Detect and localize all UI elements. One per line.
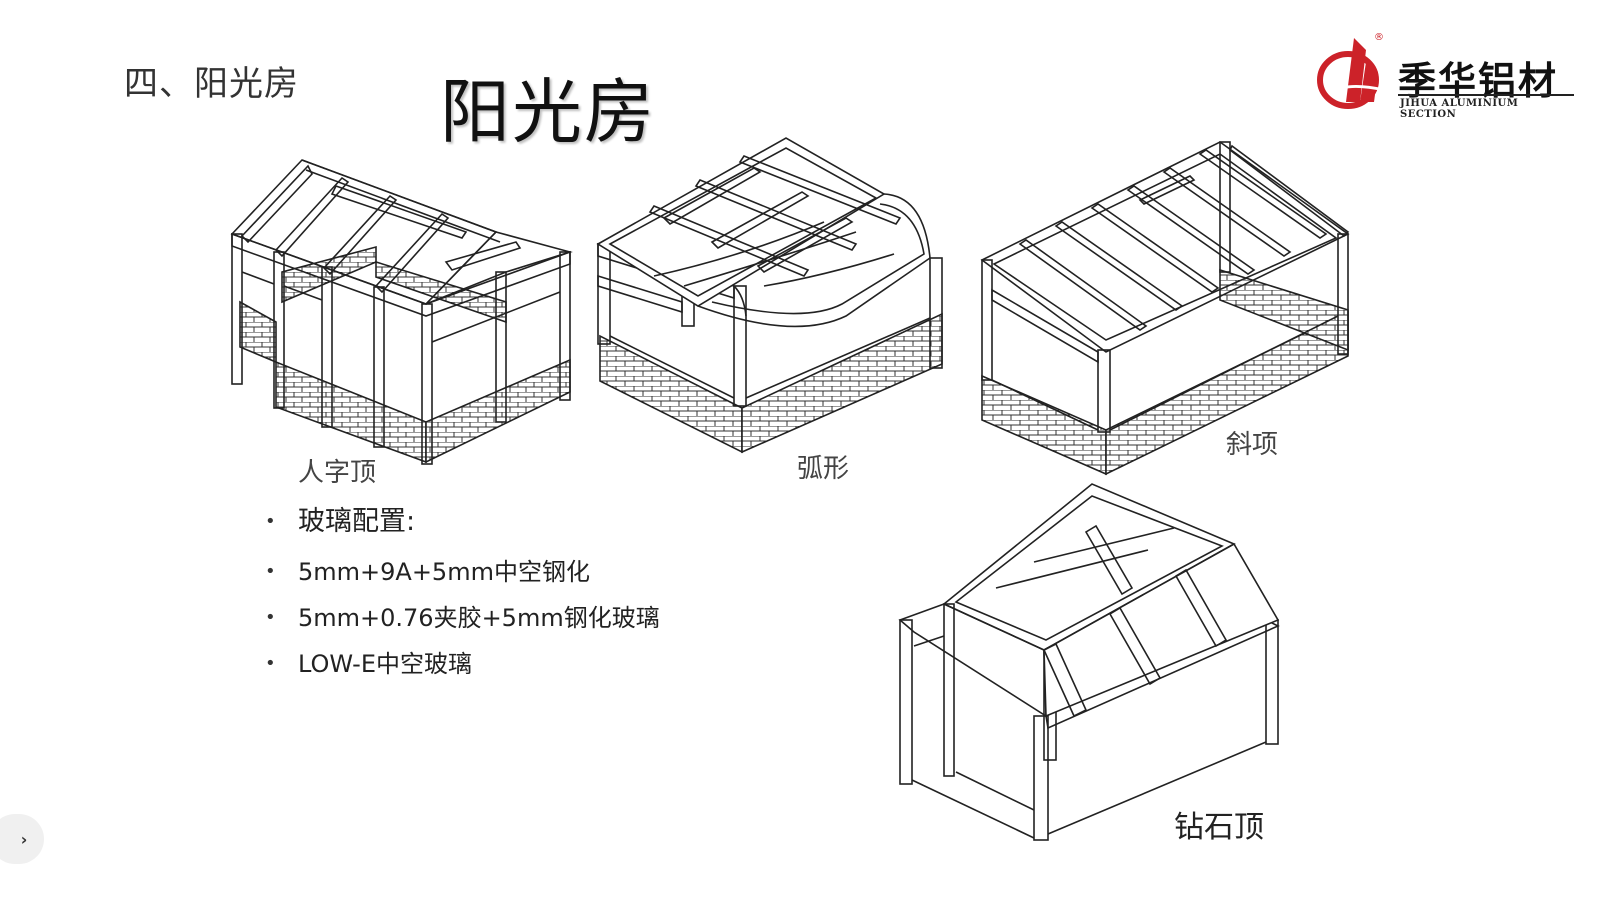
bullet-icon: • — [265, 653, 276, 674]
drawing-caption: 人字顶 — [298, 458, 377, 488]
list-item: • LOW-E中空玻璃 — [262, 648, 660, 694]
glass-config-list: • 玻璃配置: • 5mm+9A+5mm中空钢化 • 5mm+0.76夹胶+5m… — [262, 506, 660, 694]
drawing-caption: 弧形 — [797, 454, 850, 484]
drawing-caption: 钻石顶 — [1174, 810, 1264, 845]
brand-name-cn: 季华铝材 — [1398, 59, 1559, 103]
bullet-icon: • — [265, 511, 276, 532]
gable-roof-sunroom-drawing — [230, 159, 573, 465]
glass-config-item: 5mm+9A+5mm中空钢化 — [298, 558, 590, 586]
arched-roof-sunroom-drawing — [596, 137, 943, 454]
sloped-roof-sunroom-drawing — [980, 141, 1350, 476]
registered-mark: ® — [1374, 32, 1384, 43]
bullet-icon: • — [265, 561, 276, 582]
list-item: • 玻璃配置: — [262, 506, 660, 556]
drawing-caption: 斜项 — [1226, 430, 1279, 460]
list-item: • 5mm+9A+5mm中空钢化 — [262, 556, 660, 602]
bullet-icon: • — [265, 607, 276, 628]
next-slide-button[interactable]: › — [0, 814, 44, 864]
glass-config-item: LOW-E中空玻璃 — [298, 650, 472, 678]
brand-name-en: JIHUA ALUMINIUM SECTION — [1400, 98, 1519, 120]
glass-config-heading: 玻璃配置: — [298, 506, 416, 537]
diamond-roof-sunroom-drawing — [898, 483, 1280, 841]
glass-config-item: 5mm+0.76夹胶+5mm钢化玻璃 — [298, 604, 660, 632]
brand-mark-icon — [1317, 38, 1385, 109]
brand-logo: ® 季华铝材 JIHUA ALUMINIUM SECTION — [1314, 32, 1578, 120]
chevron-right-icon: › — [20, 829, 28, 849]
brand-divider — [1398, 94, 1574, 96]
page-title: 阳光房 — [440, 71, 656, 153]
list-item: • 5mm+0.76夹胶+5mm钢化玻璃 — [262, 602, 660, 648]
section-title: 四、阳光房 — [124, 64, 299, 104]
